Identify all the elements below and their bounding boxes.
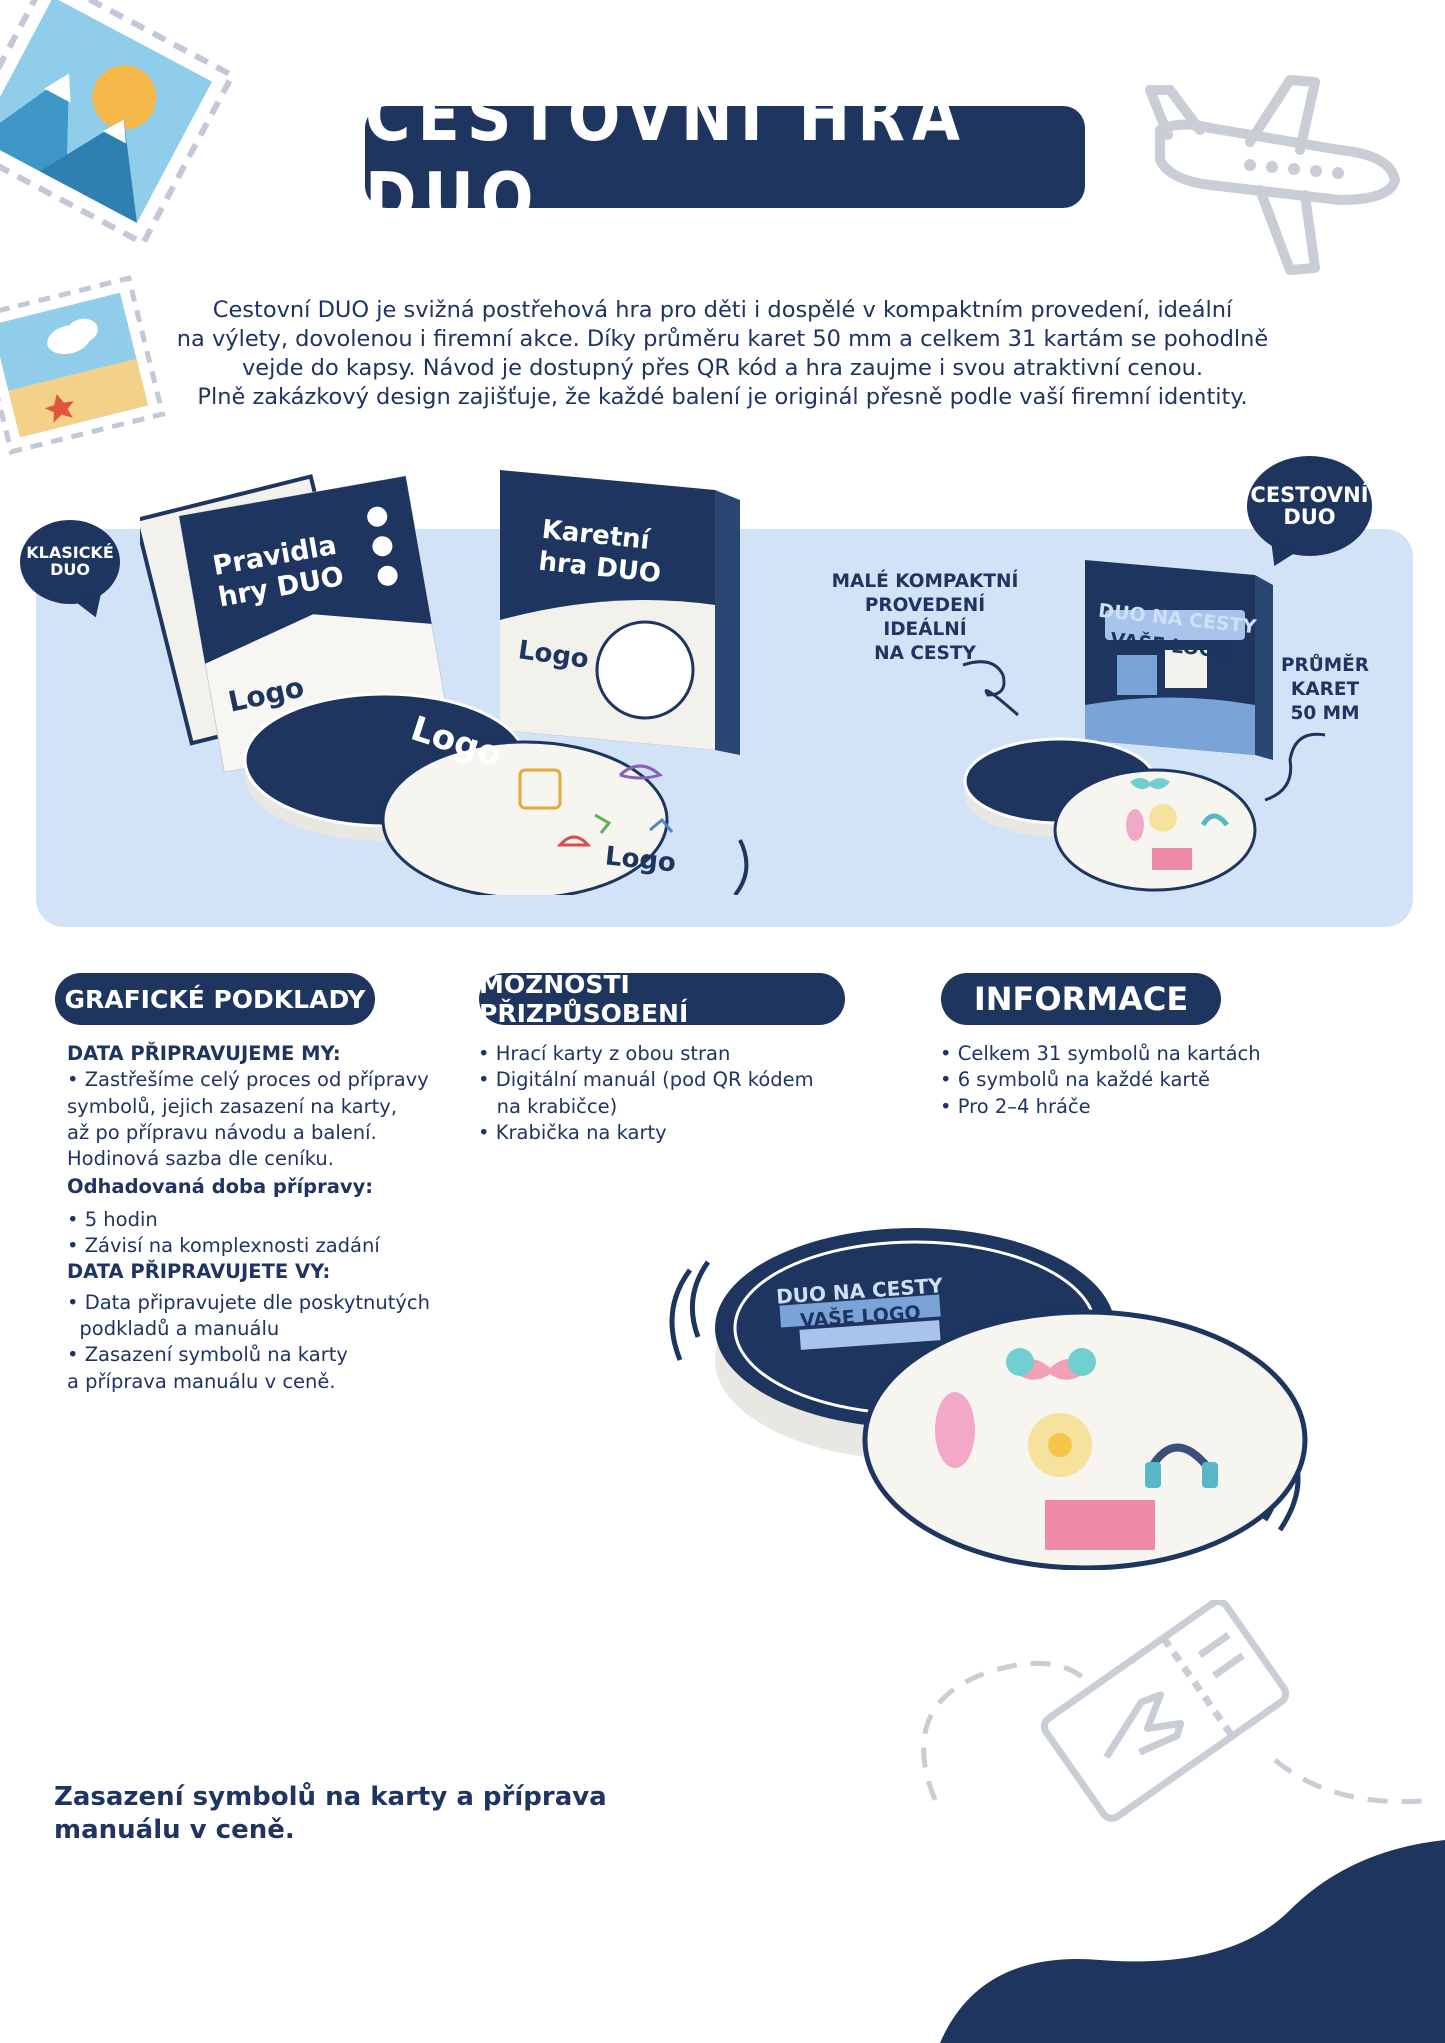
graphics-line: podkladů a manuálu [67,1316,280,1340]
intro-line: Cestovní DUO je svižná postřehová hra pr… [212,297,1233,323]
decorative-wave [940,1840,1445,2043]
info-section-body: • Celkem 31 symbolů na kartách • 6 symbo… [940,1041,1261,1120]
customization-item: na krabičce) [478,1094,618,1118]
info-item: • Pro 2–4 hráče [940,1094,1091,1118]
bubble-line: KLASICKÉ [26,543,114,563]
graphics-line: • Zastřešíme celý proces od přípravy [67,1068,429,1092]
graphics-line: Hodinová sazba dle ceníku. [67,1147,334,1171]
graphics-line: • Data připravujete dle poskytnutých [67,1290,430,1314]
graphics-heading-1: DATA PŘIPRAVUJEME MY: [67,1042,341,1065]
annotation-line: KARET [1290,679,1360,700]
graphics-line: a příprava manuálu v ceně. [67,1369,336,1393]
bubble-line: DUO [50,560,90,579]
customization-item: • Digitální manuál (pod QR kódem [478,1068,814,1092]
diameter-annotation: PRŮMĚR KARET 50 MM [1270,654,1380,726]
classic-duo-product-illustration [140,470,749,895]
annotation-line: NA CESTY [874,643,976,664]
graphics-section-body: DATA PŘIPRAVUJEME MY: • Zastřešíme celý … [67,1041,430,1395]
travel-duo-product-illustration [962,560,1326,892]
customization-item: • Hrací karty z obou stran [478,1042,731,1065]
annotation-line: MALÉ KOMPAKTNÍ [831,571,1019,592]
compact-annotation: MALÉ KOMPAKTNÍ PROVEDENÍ IDEÁLNÍ NA CEST… [820,570,1030,666]
classic-duo-bubble: KLASICKÉ DUO [20,520,120,604]
annotation-line: PRŮMĚR [1280,655,1370,676]
travel-duo-bubble: CESTOVNÍ DUO [1247,456,1372,556]
box-title: Karetní hra DUO [537,514,666,590]
section-info-heading: INFORMACE [941,973,1221,1025]
intro-line: vejde do kapsy. Návod je dostupný přes Q… [241,355,1204,381]
customization-section-body: • Hrací karty z obou stran • Digitální m… [478,1041,814,1146]
section-customization-heading: MOŽNOSTI PŘIZPŮSOBENÍ [479,970,845,1028]
page-title: CESTOVNÍ HRA DUO [365,75,967,239]
graphics-line: symbolů, jejich zasazení na karty, [67,1094,398,1118]
graphics-heading-2: Odhadovaná doba přípravy: [67,1175,374,1199]
page-title-banner: CESTOVNÍ HRA DUO [365,75,1085,239]
intro-line: na výlety, dovolenou i firemní akce. Dík… [176,326,1269,352]
bubble-line: CESTOVNÍ [1250,482,1369,507]
footer-note-line: manuálu v ceně. [54,1815,295,1845]
customization-item: • Krabička na karty [478,1120,667,1144]
graphics-line: • Zasazení symbolů na karty [67,1343,348,1367]
graphics-line: • Závisí na komplexnosti zadání [67,1234,380,1258]
airplane-outline-illustration [1145,75,1400,275]
section-graphics-heading: GRAFICKÉ PODKLADY [55,973,375,1025]
footer-note: Zasazení symbolů na karty a příprava man… [54,1781,607,1847]
graphics-line: • 5 hodin [67,1207,158,1231]
info-item: • 6 symbolů na každé kartě [940,1068,1211,1092]
bubble-line: DUO [1283,505,1336,529]
stamp-mountain-illustration [0,0,237,455]
intro-line: Plně zakázkový design zajišťuje, že každ… [197,384,1248,410]
large-cards-illustration [669,1228,1308,1570]
plane-ticket-outline-illustration [921,1600,1436,1822]
intro-paragraph: Cestovní DUO je svižná postřehová hra pr… [150,296,1295,412]
info-item: • Celkem 31 symbolů na kartách [940,1042,1261,1065]
graphics-line: až po přípravu návodu a balení. [67,1120,377,1144]
graphics-heading-3: DATA PŘIPRAVUJETE VY: [67,1260,331,1284]
annotation-line: 50 MM [1290,703,1360,724]
annotation-line: PROVEDENÍ IDEÁLNÍ [864,595,986,640]
footer-note-line: Zasazení symbolů na karty a příprava [54,1782,607,1812]
